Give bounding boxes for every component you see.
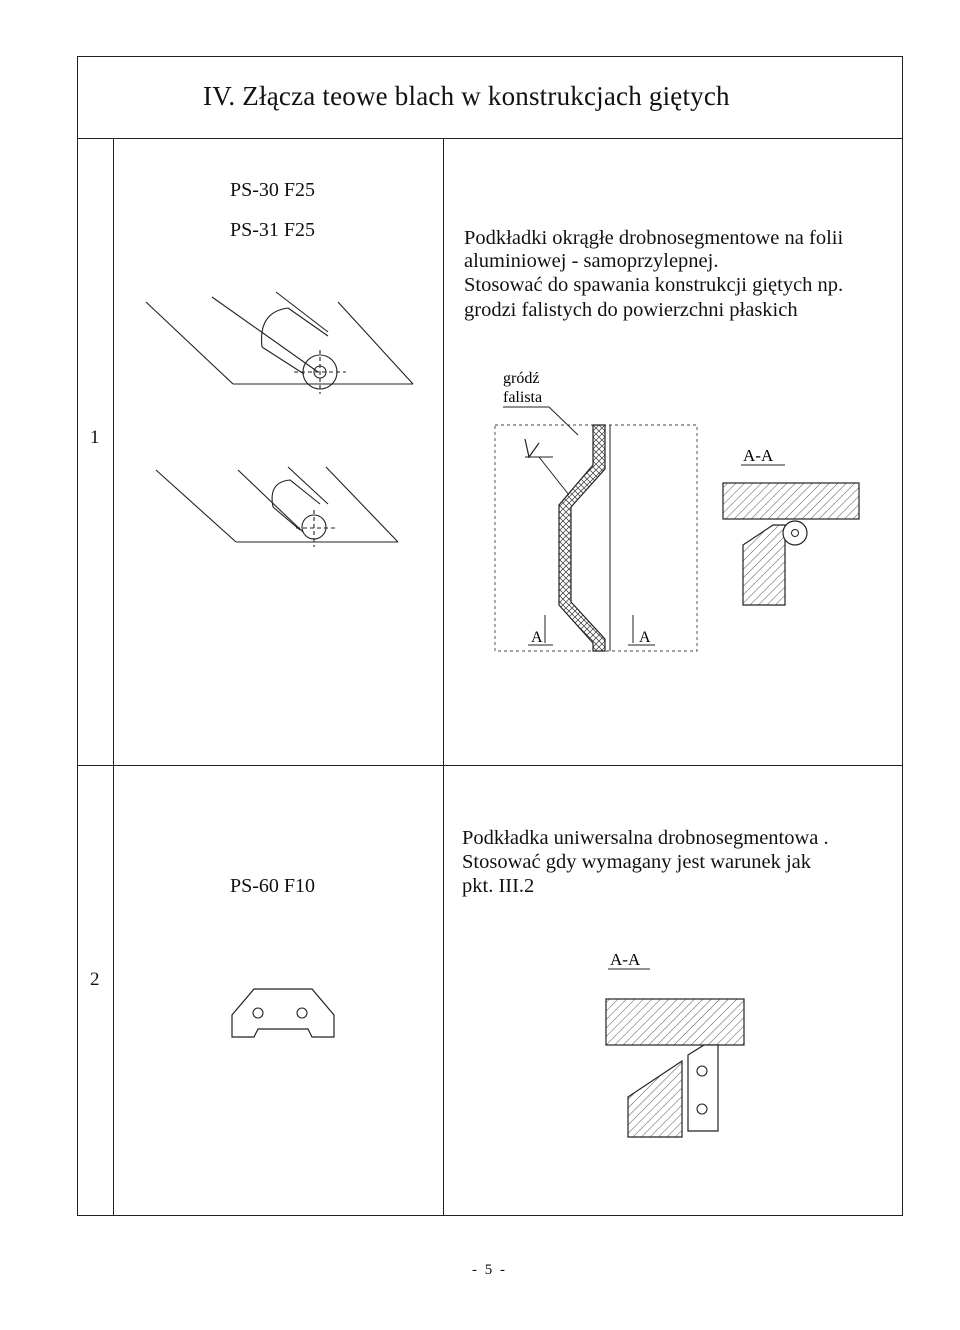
row-divider [78, 765, 902, 766]
section-label: A-A [743, 446, 774, 465]
universal-backing-profile [231, 988, 335, 1038]
corrugated-bulkhead-drawing: gródź falista A A A-A [494, 370, 860, 652]
description-line: grodzi falistych do powierzchni płaskich [464, 299, 798, 321]
section-header: IV. Złącza teowe blach w konstrukcjach g… [78, 57, 902, 139]
description-line: Stosować gdy wymagany jest warunek jak [462, 851, 811, 873]
description-line: Podkładka uniwersalna drobnosegmentowa . [462, 827, 829, 849]
description-line: Stosować do spawania konstrukcji giętych… [464, 274, 844, 296]
column-divider-number [113, 139, 114, 1215]
page-frame: IV. Złącza teowe blach w konstrukcjach g… [77, 56, 903, 1216]
product-code: PS-60 F10 [230, 875, 316, 897]
callout-label: falista [503, 389, 542, 406]
description-line: aluminiowej - samoprzylepnej. [464, 250, 719, 272]
column-divider-description [443, 139, 444, 1215]
product-code: PS-30 F25 [230, 179, 316, 201]
section-label: A-A [610, 950, 641, 969]
section-title: IV. Złącza teowe blach w konstrukcjach g… [203, 81, 730, 111]
description-line: pkt. III.2 [462, 875, 535, 897]
section-drawing-row-2: A-A [605, 950, 745, 1138]
round-backing-strip-drawings [145, 291, 414, 547]
description-line: Podkładki okrągłe drobnosegmentowe na fo… [464, 227, 844, 249]
page-number: - 5 - [472, 1262, 507, 1278]
section-mark: A [531, 629, 543, 646]
callout-label: gródź [503, 370, 539, 387]
row-number-1: 1 [90, 427, 100, 448]
row-number-2: 2 [90, 969, 100, 990]
product-code: PS-31 F25 [230, 219, 316, 241]
section-mark: A [639, 629, 651, 646]
